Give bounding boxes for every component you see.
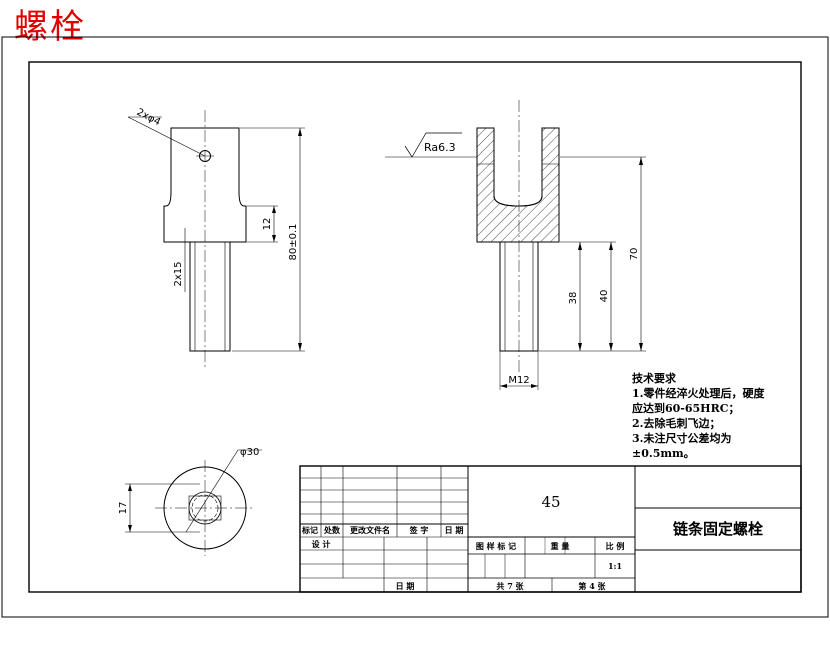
- height-dimension: 80±0.1: [288, 223, 299, 260]
- notes-heading: 技术要求: [632, 371, 677, 385]
- dim-70: 70: [629, 248, 640, 261]
- top-view: [125, 449, 262, 556]
- diameter-dimension: φ30: [240, 447, 259, 458]
- rev-header-sign: 签 字: [409, 525, 429, 535]
- scale-label: 比 例: [606, 541, 625, 551]
- note-line-1: 1.零件经淬火处理后，硬度: [632, 386, 765, 400]
- rev-header-date: 日 期: [445, 525, 464, 535]
- note-line-3: 2.去除毛刺飞边；: [632, 416, 720, 430]
- dim-17: 17: [118, 502, 129, 515]
- part-name: 链条固定螺栓: [673, 520, 763, 538]
- head-step-dimension: 12: [262, 218, 273, 231]
- material-value: 45: [541, 493, 560, 511]
- inner-frame: [28, 61, 802, 593]
- thread-dimension: M12: [508, 375, 529, 386]
- outer-frame: [1, 36, 829, 618]
- date-label: 日 期: [396, 581, 415, 591]
- sheet-number: 第 4 张: [578, 581, 606, 591]
- note-line-4: 3.未注尺寸公差均为: [632, 431, 731, 445]
- dim-38: 38: [568, 292, 579, 305]
- rev-header-count: 处数: [323, 525, 341, 535]
- chamfer-dimension: 2x15: [173, 261, 184, 286]
- rev-header-file: 更改文件名: [350, 525, 390, 535]
- weight-label: 重 量: [551, 541, 570, 551]
- technical-notes: 技术要求 1.零件经淬火处理后，硬度 应达到60-65HRC； 2.去除毛刺飞边…: [632, 371, 765, 460]
- hole-dimension: 2xφ4: [135, 107, 162, 128]
- title-block: [299, 465, 802, 593]
- dim-40: 40: [599, 290, 610, 303]
- note-line-2: 应达到60-65HRC；: [632, 401, 739, 415]
- note-line-5: ±0.5mm。: [632, 447, 695, 460]
- drawing-title: 螺栓: [14, 7, 86, 47]
- front-view: [127, 110, 305, 370]
- stage-mark-label: 图 样 标 记: [476, 541, 516, 551]
- total-sheets: 共 7 张: [496, 581, 524, 591]
- roughness-label: Ra6.3: [424, 141, 456, 154]
- design-label: 设 计: [312, 539, 331, 549]
- rev-header-mark: 标记: [301, 525, 318, 535]
- scale-value: 1:1: [608, 561, 622, 571]
